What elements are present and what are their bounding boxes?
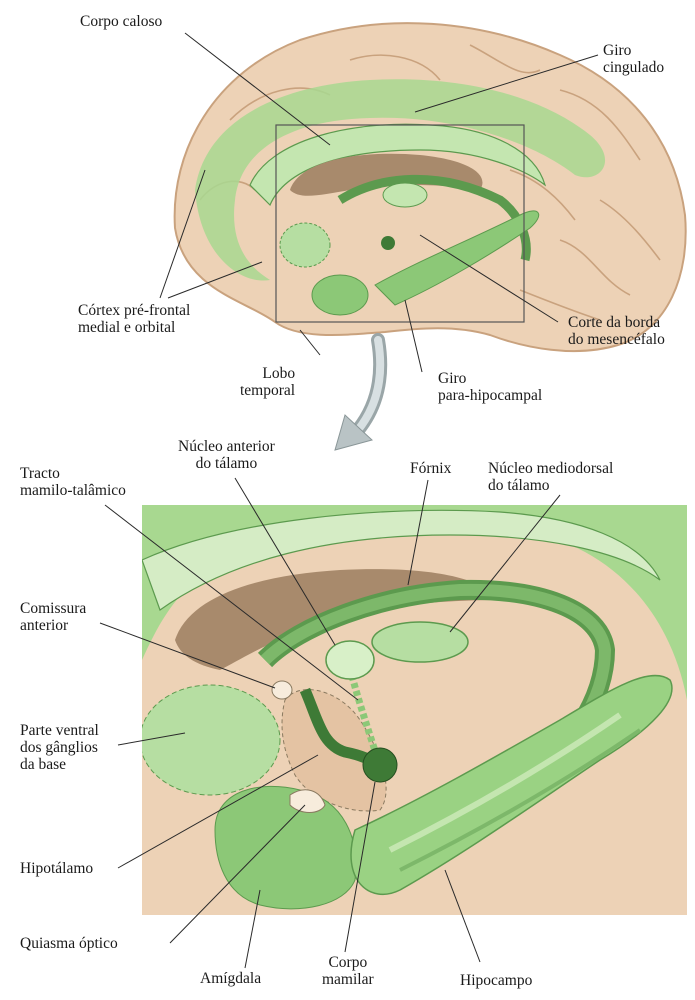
label-nucleo-anterior-line1: Núcleo anterior [178, 438, 275, 455]
basal-ganglia-top [280, 223, 330, 267]
label-corpo-mamilar-line1: Corpo [322, 954, 374, 971]
label-parte-ventral-line1: Parte ventral [20, 722, 99, 739]
label-parte-ventral: Parte ventral dos gânglios da base [20, 722, 99, 773]
label-corpo-caloso: Corpo caloso [80, 13, 162, 30]
label-comissura: Comissura anterior [20, 600, 86, 634]
label-corte-borda-line2: do mesencéfalo [568, 331, 665, 348]
bottom-detail-view [140, 505, 687, 915]
label-cortex-prefrontal-line2: medial e orbital [78, 319, 190, 336]
label-comissura-line1: Comissura [20, 600, 86, 617]
label-giro-cingulado-line1: Giro [603, 42, 664, 59]
label-tracto-line2: mamilo-talâmico [20, 482, 126, 499]
label-hipocampo: Hipocampo [460, 972, 532, 989]
label-parte-ventral-line3: da base [20, 756, 99, 773]
label-corpo-mamilar-line2: mamilar [322, 971, 374, 988]
basal-ganglia-ventral [140, 685, 280, 795]
label-cortex-prefrontal: Córtex pré-frontal medial e orbital [78, 302, 190, 336]
label-nucleo-mediodorsal-line2: do tálamo [488, 477, 613, 494]
anterior-thalamic-nucleus [326, 641, 374, 679]
label-nucleo-anterior-line2: do tálamo [178, 455, 275, 472]
label-tracto-line1: Tracto [20, 465, 126, 482]
label-nucleo-mediodorsal: Núcleo mediodorsal do tálamo [488, 460, 613, 494]
label-corpo-mamilar: Corpo mamilar [322, 954, 374, 988]
label-giro-parahipocampal-line2: para-hipocampal [438, 387, 542, 404]
label-cortex-prefrontal-line1: Córtex pré-frontal [78, 302, 190, 319]
label-amigdala: Amígdala [200, 970, 261, 987]
label-lobo-temporal-line1: Lobo [240, 365, 295, 382]
thalamus-top [383, 183, 427, 207]
label-fornix: Fórnix [410, 460, 451, 477]
mamillary-top [381, 236, 395, 250]
label-quiasma: Quiasma óptico [20, 935, 118, 952]
label-parte-ventral-line2: dos gânglios [20, 739, 99, 756]
label-giro-parahipocampal-line1: Giro [438, 370, 542, 387]
label-nucleo-anterior: Núcleo anterior do tálamo [178, 438, 275, 472]
label-lobo-temporal-line2: temporal [240, 382, 295, 399]
label-nucleo-mediodorsal-line1: Núcleo mediodorsal [488, 460, 613, 477]
amygdala-top [312, 275, 368, 315]
label-hipotalamo: Hipotálamo [20, 860, 93, 877]
label-giro-cingulado: Giro cingulado [603, 42, 664, 76]
label-tracto: Tracto mamilo-talâmico [20, 465, 126, 499]
anterior-commissure [272, 681, 292, 699]
mamillary-body [363, 748, 397, 782]
label-corte-borda: Corte da borda do mesencéfalo [568, 314, 665, 348]
label-comissura-line2: anterior [20, 617, 86, 634]
label-corte-borda-line1: Corte da borda [568, 314, 665, 331]
label-giro-cingulado-line2: cingulado [603, 59, 664, 76]
label-lobo-temporal: Lobo temporal [240, 365, 295, 399]
zoom-arrow [335, 340, 380, 450]
label-giro-parahipocampal: Giro para-hipocampal [438, 370, 542, 404]
